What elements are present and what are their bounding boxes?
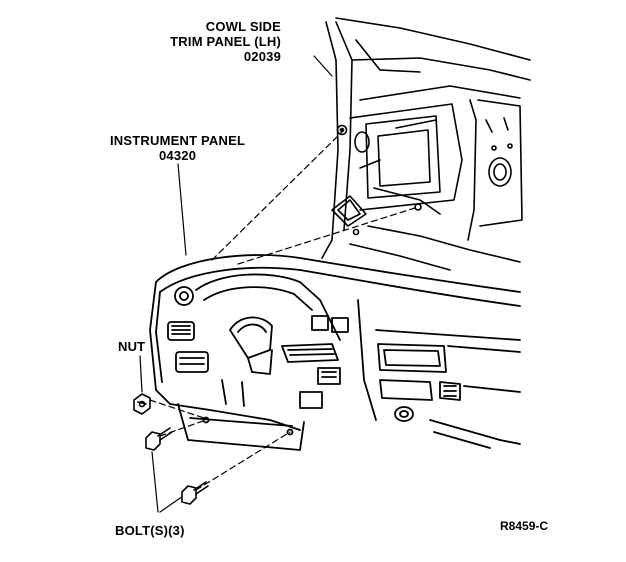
bolt-fastener-1 <box>145 427 173 451</box>
nut-fastener <box>133 393 151 415</box>
cowl-side-trim-panel-label: COWL SIDE TRIM PANEL (LH) 02039 <box>170 19 281 64</box>
figure-reference-code: R8459-C <box>500 519 549 533</box>
cowl-label-part-number: 02039 <box>243 49 281 64</box>
bolt-fastener-2 <box>181 481 209 505</box>
instrument-panel-part-number: 04320 <box>158 148 197 163</box>
alignment-dashed-lines <box>149 131 419 491</box>
nut-label: NUT <box>118 339 146 354</box>
instrument-panel-assembly <box>149 254 521 451</box>
instrument-panel-label: INSTRUMENT PANEL 04320 <box>110 133 245 163</box>
instrument-panel-label-line-1: INSTRUMENT PANEL <box>110 133 246 148</box>
cowl-side-body-structure <box>321 17 531 271</box>
cowl-label-line-1: COWL SIDE <box>205 19 281 34</box>
cowl-label-line-2: TRIM PANEL (LH) <box>170 34 281 49</box>
bolts-label: BOLT(S)(3) <box>115 523 185 538</box>
